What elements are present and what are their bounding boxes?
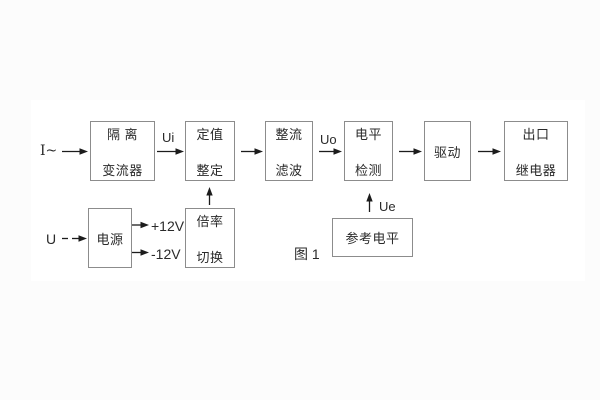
block-output-relay: 出口 继电器 xyxy=(504,121,568,181)
arrow-level-to-drive xyxy=(399,148,422,155)
block-drive: 驱动 xyxy=(424,121,471,181)
figure-caption: 图 1 xyxy=(294,246,320,262)
block-line: 整流 xyxy=(275,126,303,142)
block-reference-level: 参考电平 xyxy=(332,218,413,257)
block-line: 驱动 xyxy=(433,144,461,160)
block-setting-adjust: 定值 整定 xyxy=(185,121,235,181)
block-line: 滤波 xyxy=(275,162,303,178)
block-line: 定值 xyxy=(196,126,224,142)
block-line: 变流器 xyxy=(102,162,143,178)
block-multiplier-switch: 倍率 切换 xyxy=(185,208,235,268)
arrow-multiplier-to-setting xyxy=(206,187,213,205)
label-signal-uo: Uo xyxy=(320,132,337,147)
block-line: 电源 xyxy=(96,231,124,247)
label-signal-ue: Ue xyxy=(379,199,396,214)
arrow-reference-to-level xyxy=(366,193,373,212)
block-line: 参考电平 xyxy=(345,231,400,246)
block-line: 出口 xyxy=(522,126,550,142)
arrow-voltage-to-power xyxy=(62,235,87,242)
block-line: 切换 xyxy=(196,249,224,265)
block-line: 整定 xyxy=(196,162,224,178)
arrow-power-minus12v xyxy=(132,249,149,256)
label-rail-plus12v: +12V xyxy=(151,218,185,234)
block-line: 隔 离 xyxy=(106,126,139,142)
arrow-isolation-to-setting xyxy=(157,148,184,155)
block-line: 倍率 xyxy=(196,213,224,229)
arrow-setting-to-rectify xyxy=(241,148,263,155)
label-input-voltage: U xyxy=(46,231,57,247)
label-rail-minus12v: -12V xyxy=(151,246,181,262)
arrow-current-to-isolation xyxy=(62,148,88,155)
block-isolation-transformer: 隔 离 变流器 xyxy=(90,121,155,181)
arrow-power-plus12v xyxy=(132,221,149,229)
block-line: 电平 xyxy=(354,126,382,142)
block-level-detect: 电平 检测 xyxy=(344,121,393,181)
label-input-current: I~ xyxy=(40,143,58,159)
arrow-drive-to-output xyxy=(478,148,501,155)
arrow-rectify-to-level xyxy=(319,148,342,155)
block-line: 继电器 xyxy=(515,162,557,178)
block-power-supply: 电源 xyxy=(88,208,132,268)
label-signal-ui: Ui xyxy=(162,130,175,145)
block-rectifier-filter: 整流 滤波 xyxy=(265,121,313,181)
block-line: 检测 xyxy=(354,162,382,178)
